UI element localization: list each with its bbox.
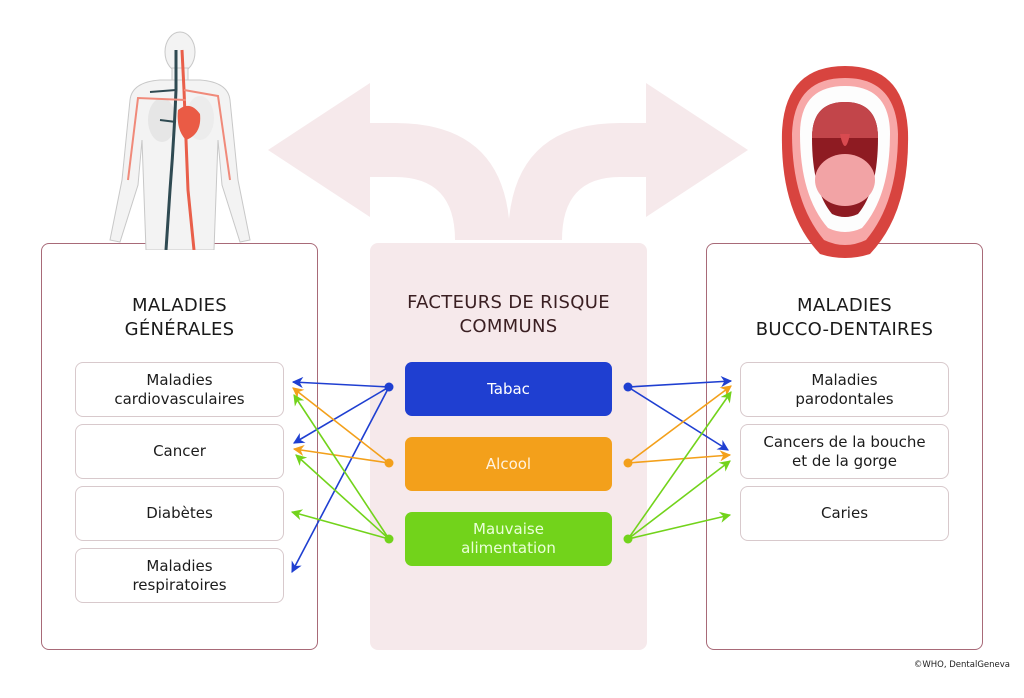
- right-split-arrow: [508, 83, 748, 240]
- risk-factors-title: FACTEURS DE RISQUE COMMUNS: [407, 292, 610, 337]
- link-tabac-to-respiratory: [291, 386, 390, 573]
- human-circulatory-illustration: [109, 31, 251, 250]
- open-mouth-illustration: [781, 66, 909, 258]
- factor-tabac: Tabac: [405, 362, 612, 416]
- dot-left-mauvaise_alimentation: [384, 534, 394, 544]
- link-tabac-to-oral_cancer: [627, 386, 729, 451]
- credit-text: ©WHO, DentalGeneva: [913, 660, 1010, 670]
- link-mauvaise_alimentation-to-cardio: [293, 394, 390, 540]
- link-alcool-to-perio: [627, 385, 732, 464]
- dot-left-tabac: [384, 382, 394, 392]
- link-tabac-to-cardio: [291, 376, 390, 389]
- link-mauvaise_alimentation-to-cancer: [295, 454, 390, 540]
- dot-right-alcool: [623, 458, 633, 468]
- link-alcool-to-oral_cancer: [627, 450, 732, 464]
- general-diseases-title: MALADIES GÉNÉRALES: [42, 294, 317, 342]
- factor-mauvaise-alimentation: Mauvaise alimentation: [405, 512, 612, 566]
- link-mauvaise_alimentation-to-oral_cancer: [627, 460, 731, 540]
- link-mauvaise_alimentation-to-diabetes: [290, 509, 390, 540]
- left-split-arrow: [268, 83, 510, 240]
- link-alcool-to-cardio: [292, 387, 390, 464]
- dot-right-tabac: [623, 382, 633, 392]
- disease-cancer: Cancer: [75, 424, 284, 479]
- title-line: GÉNÉRALES: [124, 319, 235, 340]
- disease-caries: Caries: [740, 486, 949, 541]
- link-alcool-to-cancer: [292, 444, 390, 464]
- link-tabac-to-perio: [627, 375, 733, 388]
- link-mauvaise_alimentation-to-perio: [627, 391, 732, 540]
- link-mauvaise_alimentation-to-caries: [627, 511, 732, 540]
- title-line: MALADIES: [132, 295, 227, 316]
- oral-diseases-title: MALADIES BUCCO-DENTAIRES: [755, 295, 934, 340]
- dot-left-alcool: [384, 458, 394, 468]
- dot-right-mauvaise_alimentation: [623, 534, 633, 544]
- factor-alcool: Alcool: [405, 437, 612, 491]
- link-tabac-to-cancer: [293, 386, 390, 444]
- disease-diabetes: Diabètes: [75, 486, 284, 541]
